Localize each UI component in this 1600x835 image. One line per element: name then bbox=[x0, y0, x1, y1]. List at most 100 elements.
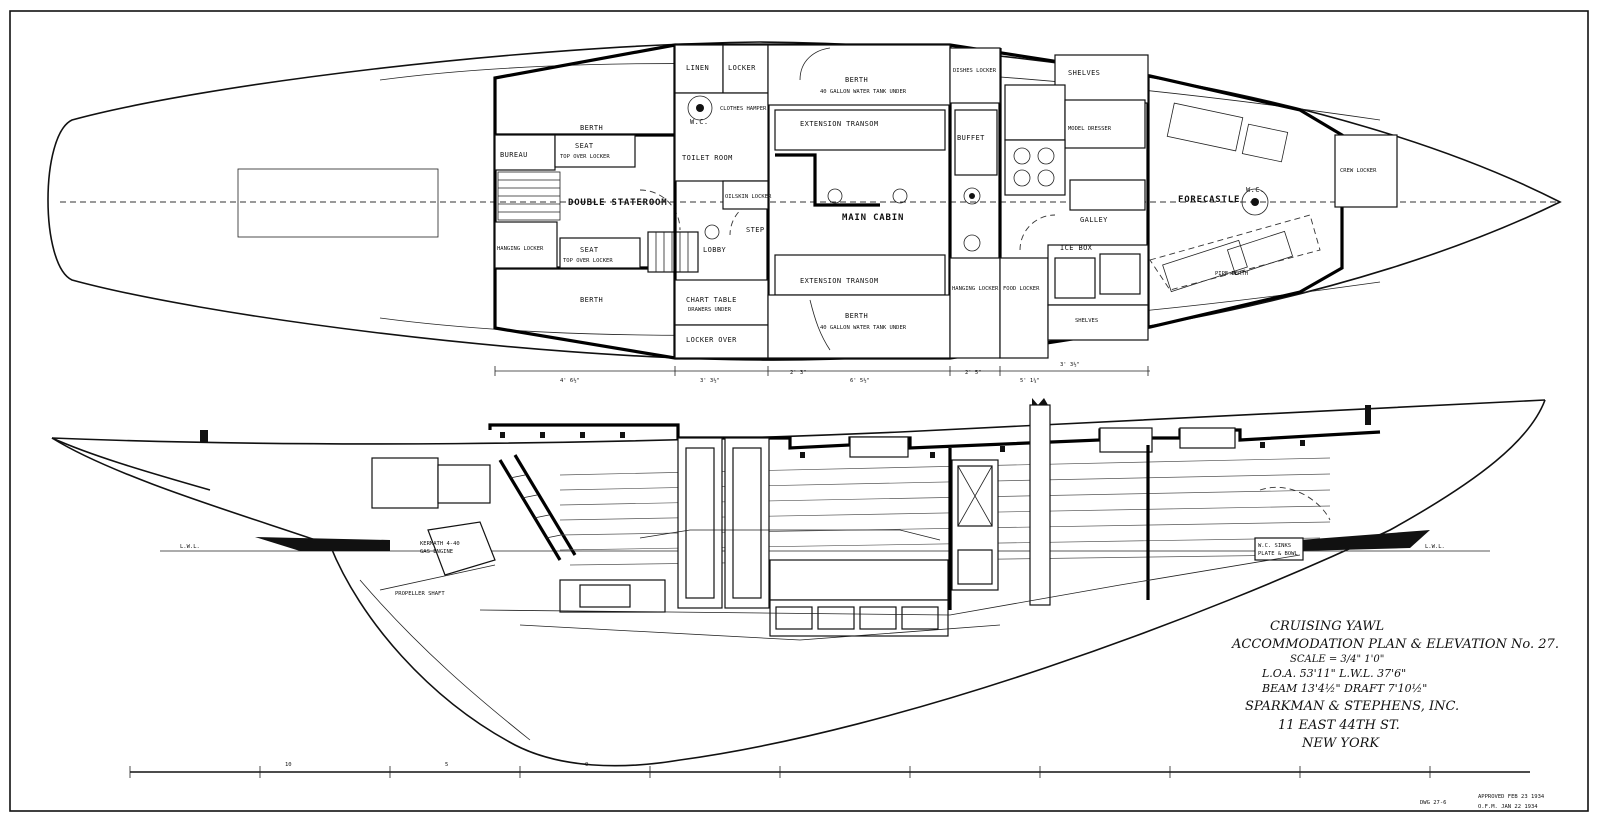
ice-box-lid bbox=[1054, 257, 1096, 299]
wc-fixture bbox=[687, 95, 713, 121]
dimension-label: 2' 3" bbox=[790, 370, 807, 376]
label-berth-main-top: BERTH bbox=[845, 76, 868, 84]
label-buffet: BUFFET bbox=[957, 134, 985, 142]
label-engine: KERMATH 4-40 bbox=[420, 541, 460, 547]
stove-burner-icon bbox=[1037, 169, 1055, 187]
counter bbox=[51, 437, 211, 491]
stove-burner-icon bbox=[1013, 147, 1031, 165]
label-berth-stbd: BERTH bbox=[580, 296, 603, 304]
scale-tick-label: 0 bbox=[585, 762, 588, 768]
floor-timbers bbox=[519, 624, 1001, 641]
drawer bbox=[775, 606, 813, 630]
shelves-box bbox=[1054, 54, 1149, 104]
fwd-wc-fixture bbox=[1241, 188, 1269, 216]
stove-box bbox=[1004, 139, 1066, 196]
hatch bbox=[1099, 427, 1153, 453]
label-wc-aft: W.C. bbox=[690, 118, 708, 126]
berth-top-box bbox=[767, 44, 951, 106]
settee-front bbox=[769, 559, 949, 601]
title-line-7: 11 EAST 44TH ST. bbox=[1278, 718, 1400, 733]
table-edge bbox=[775, 153, 880, 207]
table-profile bbox=[639, 529, 941, 541]
label-dishes-locker: DISHES LOCKER bbox=[953, 68, 997, 74]
label-seat-top-sub: TOP OVER LOCKER bbox=[560, 154, 610, 160]
label-wc-elev-sub: PLATE & BOWL bbox=[1258, 551, 1298, 557]
label-hanging-locker: HANGING LOCKER bbox=[497, 246, 544, 252]
scale-tick-label: 5 bbox=[445, 762, 448, 768]
pipe-berth-outline bbox=[1149, 214, 1321, 291]
chart-drawer bbox=[579, 584, 631, 608]
title-line-2: ACCOMMODATION PLAN & ELEVATION No. 27. bbox=[1231, 637, 1559, 652]
dimension-label: 5' 1¼" bbox=[1020, 378, 1040, 384]
shelves-2-box bbox=[1047, 304, 1149, 341]
pipe-berth-top bbox=[1166, 102, 1244, 152]
pipe-berth-top-2 bbox=[1241, 123, 1289, 163]
toilet-room-box bbox=[674, 92, 769, 182]
label-lobby: LOBBY bbox=[703, 246, 726, 254]
mizzen-stub bbox=[200, 430, 208, 442]
seat-bottom-box bbox=[559, 237, 641, 269]
ice-box-lid bbox=[1099, 253, 1141, 295]
companion-ladder bbox=[497, 171, 561, 221]
hanging-locker-2-box bbox=[949, 257, 1001, 359]
label-model-dresser: MODEL DRESSER bbox=[1068, 126, 1112, 132]
top-over-locker-box bbox=[1004, 84, 1066, 141]
door-panel bbox=[685, 447, 715, 599]
cockpit-well bbox=[237, 168, 439, 238]
engine bbox=[427, 521, 496, 576]
dishes-locker-box bbox=[949, 47, 1001, 104]
hull-underbody bbox=[51, 399, 1546, 767]
label-shelves: SHELVES bbox=[1068, 69, 1100, 77]
drawer bbox=[817, 606, 855, 630]
title-line-1: CRUISING YAWL bbox=[1270, 619, 1384, 634]
label-step: STEP bbox=[746, 226, 764, 234]
title-line-4: L.O.A. 53'11" L.W.L. 37'6" bbox=[1261, 667, 1406, 680]
label-main-cabin: MAIN CABIN bbox=[842, 213, 904, 223]
cabin-sole bbox=[479, 554, 1301, 616]
ceiling-planking bbox=[559, 457, 1331, 566]
label-forecastle: FORECASTLE bbox=[1178, 195, 1240, 205]
pipe-berth-bottom-2 bbox=[1226, 230, 1294, 276]
title-block: CRUISING YAWL ACCOMMODATION PLAN & ELEVA… bbox=[1231, 619, 1559, 810]
food-locker-box bbox=[999, 257, 1049, 359]
label-wc-elev: W.C. SINKS bbox=[1258, 543, 1291, 549]
stair-tread bbox=[533, 514, 550, 519]
mainmast bbox=[1029, 404, 1051, 606]
stove-burner-icon bbox=[1013, 169, 1031, 187]
label-seat-bottom-sub: TOP OVER LOCKER bbox=[563, 258, 613, 264]
berth-bottom-box bbox=[767, 294, 951, 359]
label-engine-sub: GAS ENGINE bbox=[420, 549, 453, 555]
label-hanging-locker-2: HANGING LOCKER bbox=[952, 286, 999, 292]
deck-beams bbox=[500, 432, 1305, 458]
companion-stair bbox=[513, 454, 577, 556]
drawer bbox=[859, 606, 897, 630]
table-leg bbox=[827, 188, 843, 204]
skylight bbox=[849, 436, 909, 458]
cockpit-seat bbox=[437, 464, 491, 504]
label-locker: LOCKER bbox=[728, 64, 756, 72]
mast-step bbox=[963, 234, 981, 252]
drawer bbox=[901, 606, 939, 630]
label-berth-main-bottom: BERTH bbox=[845, 312, 868, 320]
transom-top-box bbox=[774, 109, 946, 151]
sheet-border bbox=[9, 10, 1589, 812]
chart-table-box bbox=[674, 279, 769, 326]
cockpit-coaming bbox=[371, 457, 439, 509]
dimension-label: 2' 5" bbox=[965, 370, 982, 376]
boot-top-fwd bbox=[1300, 530, 1430, 551]
forepeak-arc bbox=[1259, 486, 1331, 521]
hatch-fwd bbox=[1179, 427, 1236, 449]
curve bbox=[809, 299, 831, 351]
profile-elevation: L.W.L. L.W.L. KERMATH 4-40 GAS ENGINE PR… bbox=[51, 398, 1546, 767]
boot-top-aft bbox=[255, 537, 390, 551]
label-chart-table-sub: DRAWERS UNDER bbox=[688, 307, 732, 313]
seat-top-box bbox=[554, 134, 636, 168]
label-seat-bottom: SEAT bbox=[580, 246, 599, 254]
door-panel bbox=[732, 447, 762, 599]
mast-head bbox=[1032, 398, 1048, 405]
linen-box bbox=[674, 44, 724, 94]
transom-bottom-box bbox=[774, 254, 946, 296]
model-dresser-box bbox=[1064, 99, 1146, 149]
label-shelves-2: SHELVES bbox=[1075, 318, 1098, 324]
